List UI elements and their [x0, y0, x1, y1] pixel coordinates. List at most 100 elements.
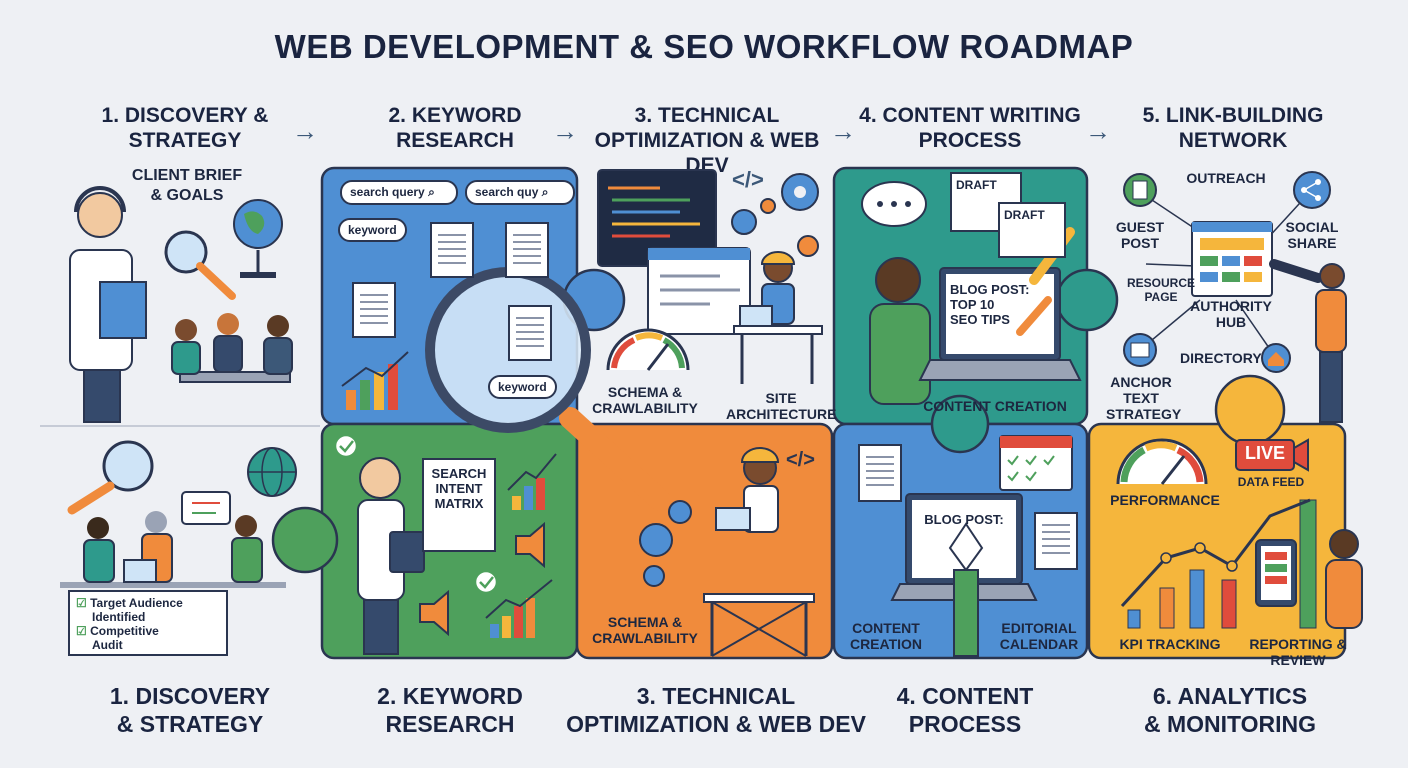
client-brief-line2: & GOALS [150, 187, 224, 204]
search-query-text: search query [350, 185, 425, 199]
ed-line1: EDITORIAL [1001, 620, 1077, 636]
share-icon [1293, 171, 1331, 209]
checklist-card: ☑ Target Audience Identified ☑ Competiti… [68, 590, 228, 656]
code-icon: </> [732, 167, 764, 192]
piece-tab-green [271, 506, 339, 574]
resource-line2: PAGE [1144, 290, 1178, 304]
social-line1: SOCIAL [1285, 219, 1339, 235]
blog-line1: BLOG POST: [950, 282, 1030, 297]
flow-arrow-2: → [552, 116, 578, 146]
top-step-4-line2: PROCESS [918, 129, 1022, 152]
search-icon: ⌕ [541, 185, 549, 199]
calendar-icon [999, 435, 1073, 491]
top-step-1-line1: 1. DISCOVERY & [101, 104, 269, 127]
checklist-item-1: ☑ Target Audience [76, 596, 220, 610]
bottom-step-6-line1: 6. ANALYTICS [1152, 683, 1308, 709]
person-icon [357, 457, 425, 655]
magnifier-icon-2 [67, 440, 154, 515]
bottom-step-2-line1: 2. KEYWORD [377, 683, 523, 709]
developer-icon-2 [703, 447, 815, 657]
headset-icon [69, 186, 147, 423]
site-line2: ARCHITECTURE [726, 406, 837, 422]
anchor-line2: TEXT [1123, 390, 1159, 406]
schema-label-bottom: SCHEMA &CRAWLABILITY [590, 614, 700, 646]
gear-icon [639, 173, 819, 587]
top-step-4-line1: 4. CONTENT WRITING [859, 104, 1081, 127]
blog-post-bottom-label: BLOG POST: [924, 512, 1004, 527]
code-editor-icon [597, 169, 751, 335]
guest-line1: GUEST [1115, 219, 1165, 235]
speaker-icon [419, 521, 545, 637]
bottom-step-1: 1. DISCOVERY& STRATEGY [80, 682, 300, 738]
globe-icon-2 [247, 447, 297, 497]
speedometer-icon-2 [1116, 438, 1208, 485]
matrix-line3: MATRIX [434, 496, 484, 511]
piece-tab-teal [1055, 268, 1119, 332]
thought-bubble-icon [861, 181, 927, 227]
flow-arrow-4: → [1085, 116, 1111, 146]
schema-top-line1: SCHEMA & [607, 384, 683, 400]
kpi-tracking-label: KPI TRACKING [1119, 636, 1221, 652]
draft-document-2: DRAFT [998, 202, 1066, 258]
search-query-text-2: search quy [475, 185, 539, 199]
meeting-icon [171, 313, 293, 383]
check-icon [333, 433, 499, 595]
magnifier-icon [164, 230, 236, 300]
checklist-item-2-line1: Competitive [90, 624, 159, 638]
checklist-item-1-line1: Target Audience [90, 596, 183, 610]
schema-top-line2: CRAWLABILITY [592, 400, 698, 416]
top-step-2-line2: RESEARCH [396, 129, 514, 152]
outreach-label: OUTREACH [1186, 170, 1266, 186]
schema-bottom-line2: CRAWLABILITY [592, 630, 698, 646]
top-step-1: 1. DISCOVERY &STRATEGY [80, 103, 290, 153]
flow-arrow-3: → [830, 116, 856, 146]
checklist-item-2-line2: Audit [92, 638, 123, 652]
lens-keyword-chip: keyword [488, 375, 557, 399]
search-query-box: search query ⌕ [340, 180, 458, 205]
matrix-line1: SEARCH [431, 466, 487, 481]
anchor-line1: ANCHOR [1110, 374, 1172, 390]
bottom-step-6: 6. ANALYTICS& MONITORING [1130, 682, 1330, 738]
guest-line2: POST [1120, 235, 1160, 251]
schema-bottom-line1: SCHEMA & [607, 614, 683, 630]
authority-line1: AUTHORITY [1190, 298, 1272, 314]
bar-chart-icon-3 [1120, 498, 1317, 629]
tablet-icon [1255, 529, 1363, 629]
page-title: WEB DEVELOPMENT & SEO WORKFLOW ROADMAP [274, 28, 1134, 65]
document-icon [505, 222, 549, 278]
schema-label-top: SCHEMA &CRAWLABILITY [590, 384, 700, 416]
telescope-icon [1269, 259, 1347, 423]
checklist-item-1-line2: Identified [92, 610, 146, 624]
authority-line2: HUB [1215, 314, 1247, 330]
search-icon: ⌕ [428, 185, 435, 199]
document-icon [858, 444, 902, 502]
client-brief-line1: CLIENT BRIEF [131, 167, 243, 184]
ed-line2: CALENDAR [999, 636, 1079, 652]
bar-chart-icon-2 [485, 453, 557, 638]
live-camera-icon [1235, 438, 1309, 472]
piece-tab-teal-bottom [930, 394, 990, 454]
top-step-5-line2: NETWORK [1178, 129, 1288, 152]
speedometer-icon [606, 328, 690, 371]
piece-tab-yellow [1214, 374, 1286, 446]
search-query-box-2: search quy ⌕ [465, 180, 575, 205]
blog-line2: TOP 10 [950, 297, 995, 312]
data-feed-label: DATA FEED [1237, 475, 1305, 489]
document-icon [430, 222, 474, 278]
site-line1: SITE [765, 390, 797, 406]
bottom-step-1-line1: 1. DISCOVERY [109, 683, 271, 709]
top-step-2-line1: 2. KEYWORD [388, 104, 522, 127]
checklist-item-2: ☑ Competitive [76, 624, 220, 638]
matrix-line2: INTENT [435, 481, 483, 496]
bottom-step-3-line1: 3. TECHNICAL [636, 683, 796, 709]
globe-icon [233, 199, 283, 278]
